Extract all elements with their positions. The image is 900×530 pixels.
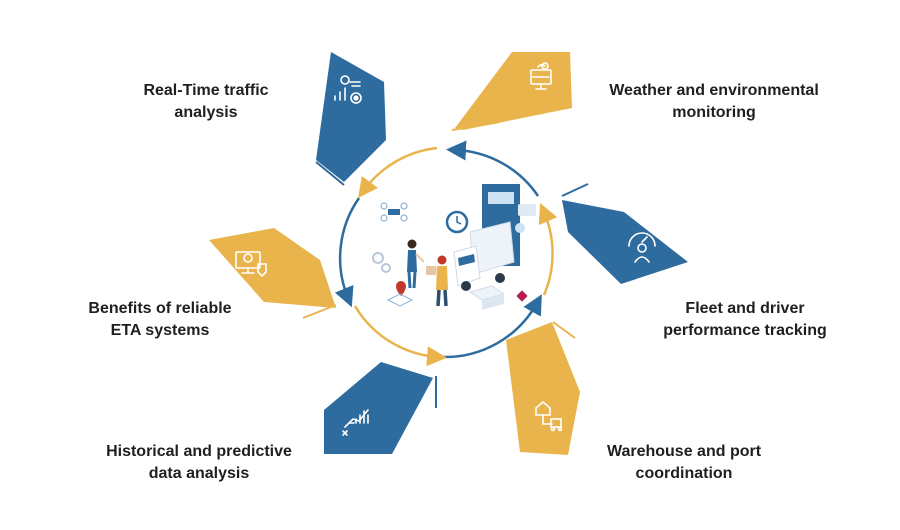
label-line: ETA systems [110,322,210,339]
arrow-fleet [561,183,688,284]
label-line: Historical and predictive [106,443,292,460]
label-weather: Weather and environmental monitoring [594,80,834,124]
label-realtime-traffic: Real-Time traffic analysis [86,80,326,124]
label-warehouse: Warehouse and port coordination [564,441,804,485]
label-line: Real-Time traffic [143,82,269,99]
arrow-historical [324,362,437,454]
label-fleet: Fleet and driver performance tracking [625,298,865,342]
label-line: Warehouse and port [606,443,762,460]
predictive-chart-icon [342,409,369,436]
arrow-realtime-traffic [315,52,386,186]
driver-performance-icon [628,232,656,263]
logistics-truck-and-people-illustration [372,184,536,310]
warehouse-route-icon [535,400,563,432]
arrow-weather [451,52,572,131]
label-line: analysis [174,104,238,121]
label-eta: Benefits of reliable ETA systems [40,298,280,342]
arrow-warehouse [506,321,580,455]
label-line: coordination [635,465,733,482]
label-line: Fleet and driver [685,300,805,317]
label-line: Benefits of reliable [88,300,232,317]
label-line: data analysis [148,465,250,482]
traffic-analysis-icon [334,75,362,104]
label-line: monitoring [672,104,756,121]
label-line: Weather and environmental [609,82,819,99]
label-line: performance tracking [663,322,827,339]
eta-system-icon [235,251,267,278]
label-historical: Historical and predictive data analysis [79,441,319,485]
weather-monitor-icon [530,62,552,90]
cycle-ring [334,140,558,367]
arrow-eta [209,228,337,319]
